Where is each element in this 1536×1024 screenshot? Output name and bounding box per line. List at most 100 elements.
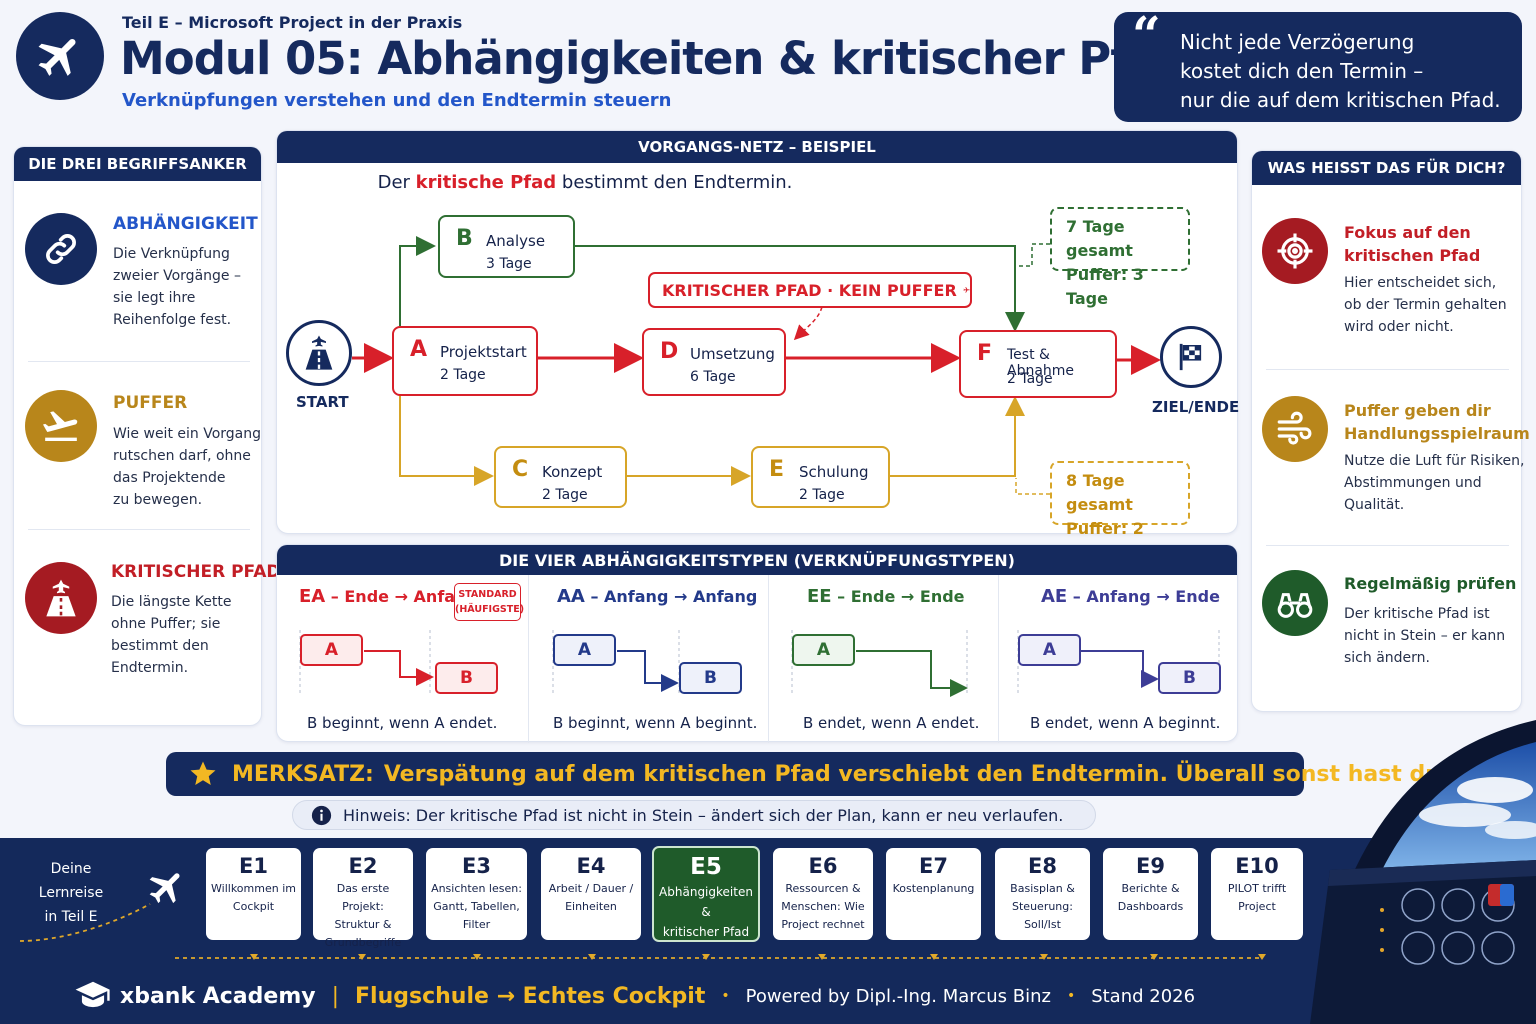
target-icon [1262, 218, 1328, 284]
quote-box: “ Nicht jede Verzögerung kostet dich den… [1114, 10, 1522, 122]
logo [16, 12, 104, 100]
ae-box-a: A [1018, 634, 1081, 666]
step-label: Cockpit [232, 900, 275, 913]
step-label: Project rechnet [781, 918, 865, 931]
step-label: Menschen: Wie [781, 900, 865, 913]
node-name: Analyse [486, 232, 546, 250]
dep-label: – Anfang → Ende [1067, 587, 1220, 606]
stand-year: Stand 2026 [1091, 985, 1196, 1007]
advice-text: wird oder nicht. [1344, 319, 1454, 335]
journey-track [19, 903, 1266, 960]
brand-line: xbank Academy | Flugschule → Echtes Cock… [74, 976, 1195, 1016]
step-label: Filter [462, 918, 491, 931]
start-label: START [296, 393, 349, 411]
journey-label: in Teil E [44, 909, 98, 925]
buffer-note-gold: 8 Tage gesamt Puffer: 2 Tage [1050, 461, 1190, 562]
step-code: E5 [690, 854, 722, 880]
step-label: Das erste Projekt: [336, 882, 390, 913]
dep-caption: B beginnt, wenn A beginnt. [553, 714, 758, 732]
divider [1266, 545, 1509, 546]
step-label: Ansichten lesen: [431, 882, 522, 895]
step-label: Berichte & [1121, 882, 1180, 895]
dep-code: AA [557, 586, 585, 607]
advice-text: Der kritische Pfad ist [1344, 606, 1490, 622]
aa-box-b: B [679, 662, 742, 694]
anchor-text: zu bewegen. [113, 492, 203, 508]
note-leader-bottom [1015, 478, 1050, 495]
brand-dot: • [1066, 988, 1076, 1004]
takeoff-icon [25, 390, 97, 462]
network-heading: VORGANGS-NETZ – BEISPIEL [277, 131, 1237, 163]
divider [28, 361, 250, 362]
arrow-b-f [575, 245, 1025, 332]
end-label: ZIEL/ENDE [1152, 398, 1240, 416]
lead-highlight: kritische Pfad [415, 172, 557, 193]
standard-badge: STANDARD (HÄUFIGSTE) [454, 583, 524, 621]
arrow-a-c [399, 394, 494, 486]
advice-text: Hier entscheidet sich, [1344, 275, 1497, 291]
plane-icon [963, 286, 970, 293]
node-letter: F [977, 341, 993, 366]
advice-title: Fokus auf den [1344, 223, 1471, 242]
start-marker [286, 320, 352, 386]
dep-type-aa: AA – Anfang → Anfang [557, 586, 757, 607]
anchor-title: ABHÄNGIGKEIT [113, 214, 258, 234]
advice-text: Nutze die Luft für Risiken, [1344, 453, 1525, 469]
badge-line: STANDARD [458, 589, 517, 600]
anchor-text: zweier Vorgänge – [113, 268, 241, 284]
dep-label: – Ende → Ende [831, 587, 965, 606]
step-code: E3 [462, 854, 491, 878]
step-code: E8 [1028, 854, 1057, 878]
dep-caption: B endet, wenn A endet. [803, 714, 980, 732]
step-label: Soll/Ist [1024, 918, 1061, 931]
divider [528, 575, 529, 743]
step-label: Kostenplanung [892, 882, 975, 895]
step-code: E2 [348, 854, 378, 878]
plane-icon [146, 866, 188, 912]
anchor-text: Endtermin. [111, 660, 189, 676]
step-code: E1 [239, 854, 268, 878]
step-code: E4 [576, 854, 606, 878]
node-name: Umsetzung [690, 345, 775, 363]
buffer-note-green: 7 Tage gesamt Puffer: 3 Tage [1050, 207, 1190, 308]
link-icon [25, 213, 97, 285]
dep-types-heading: DIE VIER ABHÄNGIGKEITSTYPEN (VERKNÜPFUNG… [277, 545, 1237, 575]
binoculars-icon [1262, 570, 1328, 636]
node-name: Test & Abnahme [1007, 347, 1075, 379]
star-icon [188, 759, 218, 795]
divider [998, 575, 999, 743]
note-line: 8 Tage gesamt [1066, 471, 1133, 514]
quote-line: nur die auf dem kritischen Pfad. [1180, 88, 1501, 112]
step-label: Arbeit / Dauer / [548, 882, 634, 895]
advice-title: Handlungsspielraum [1344, 424, 1530, 443]
node-duration: 3 Tage [486, 256, 532, 272]
dep-type-ee: EE – Ende → Ende [807, 586, 965, 607]
advice-text: Abstimmungen und [1344, 475, 1482, 491]
dep-label: – Anfang → Anfang [584, 587, 758, 606]
step-label: Struktur & [334, 918, 392, 931]
page-subtitle: Verknüpfungen verstehen und den Endtermi… [122, 90, 672, 111]
graduation-cap-icon [74, 980, 112, 1012]
arrow-a-b [399, 236, 436, 326]
brand-tagline: Flugschule → Echtes Cockpit [355, 983, 706, 1009]
step-label: Grundbegriffe [324, 936, 402, 949]
dep-types-panel: DIE VIER ABHÄNGIGKEITSTYPEN (VERKNÜPFUNG… [276, 544, 1238, 743]
node-duration: 6 Tage [690, 369, 736, 385]
hint-bar: Hinweis: Der kritische Pfad ist nicht in… [292, 800, 1096, 830]
